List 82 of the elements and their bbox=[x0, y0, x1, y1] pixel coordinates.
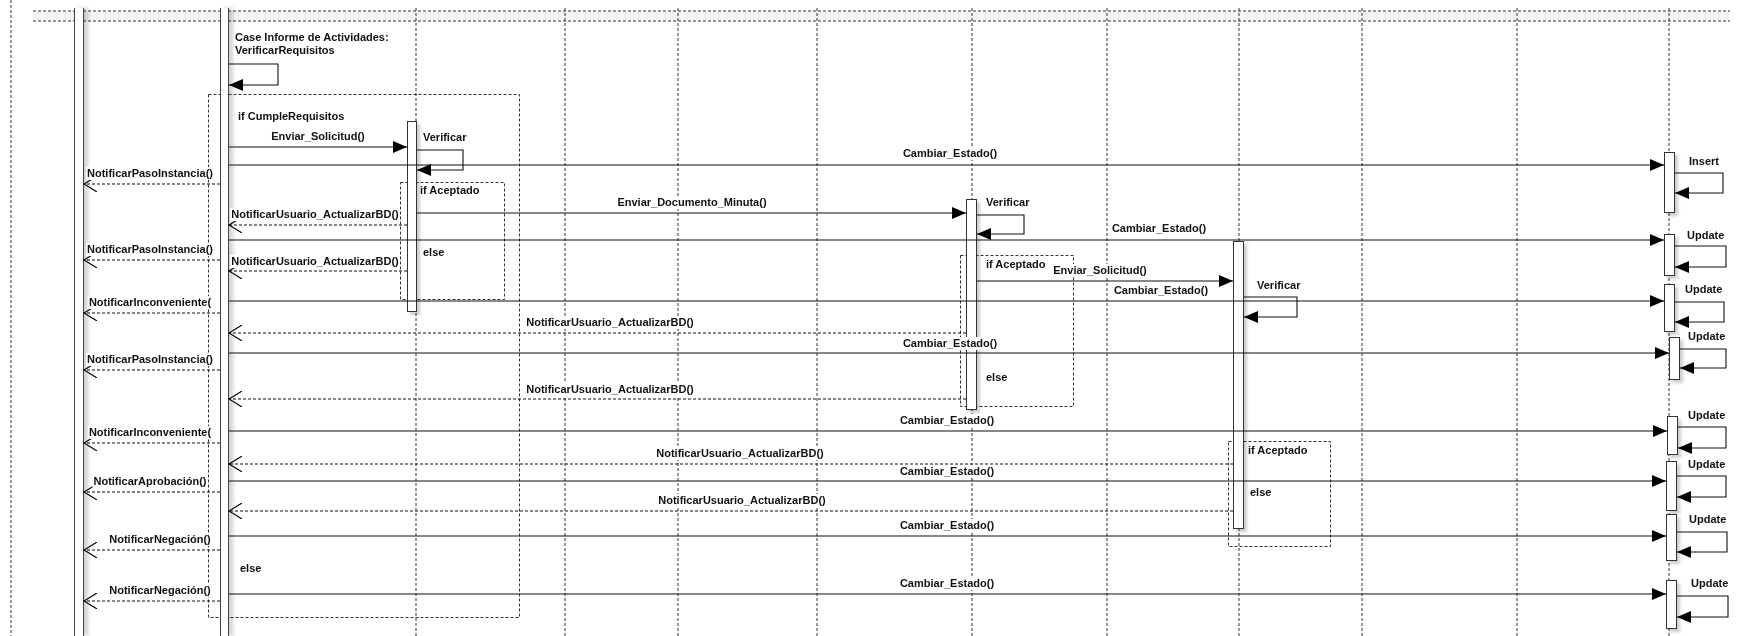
self-message-arrow bbox=[1674, 301, 1725, 328]
message-label: Cambiar_Estado() bbox=[898, 465, 996, 478]
message-arrow bbox=[228, 234, 1665, 246]
message-label: NotificarUsuario_ActualizarBD() bbox=[230, 208, 400, 221]
message-arrow bbox=[228, 530, 1667, 542]
self-message-arrow bbox=[976, 214, 1025, 240]
activation-bar bbox=[1664, 152, 1675, 213]
fragment-guard: if Aceptado bbox=[986, 258, 1046, 271]
message-label: NotificarPasoInstancia() bbox=[86, 353, 214, 366]
message-label: Verificar bbox=[1256, 279, 1302, 292]
activation-bar bbox=[1666, 461, 1677, 511]
message-arrow bbox=[228, 425, 1668, 437]
message-label: Enviar_Solicitud() bbox=[270, 130, 366, 143]
activation-bar bbox=[1664, 234, 1675, 276]
message-label: NotificarInconveniente( bbox=[87, 296, 213, 309]
message-label: Cambiar_Estado() bbox=[1112, 284, 1210, 297]
message-label: NotificarUsuario_ActualizarBD() bbox=[657, 494, 827, 507]
message-label: NotificarNegación() bbox=[108, 533, 212, 546]
message-label: Cambiar_Estado() bbox=[901, 337, 999, 350]
activation-bar bbox=[1669, 337, 1680, 380]
message-label: Update bbox=[1690, 577, 1730, 590]
message-arrow bbox=[228, 347, 1670, 359]
message-label: NotificarUsuario_ActualizarBD() bbox=[525, 383, 695, 396]
message-label: Verificar bbox=[422, 131, 468, 144]
activation-bar bbox=[1666, 580, 1677, 629]
self-message-arrow bbox=[416, 149, 464, 176]
message-label: Cambiar_Estado() bbox=[898, 414, 996, 427]
self-message-arrow bbox=[1676, 531, 1728, 558]
return-message-arrow bbox=[228, 324, 967, 342]
self-message-arrow bbox=[1676, 475, 1727, 503]
message-label: Update bbox=[1687, 330, 1727, 343]
message-label: Update bbox=[1687, 409, 1727, 422]
return-message-arrow bbox=[83, 592, 221, 610]
fragment-guard: else bbox=[240, 562, 262, 575]
self-message-arrow bbox=[1674, 245, 1727, 273]
message-label: Verificar bbox=[985, 196, 1031, 209]
message-label: Update bbox=[1684, 283, 1724, 296]
activation-bar bbox=[1667, 416, 1678, 455]
message-label: NotificarUsuario_ActualizarBD() bbox=[525, 316, 695, 329]
message-label: Enviar_Solicitud() bbox=[1052, 264, 1148, 277]
message-arrow bbox=[976, 275, 1234, 287]
activation-bar bbox=[1233, 241, 1244, 529]
message-label: Insert bbox=[1688, 155, 1720, 168]
message-label: NotificarPasoInstancia() bbox=[86, 167, 214, 180]
fragment-label: else bbox=[1250, 486, 1272, 499]
activation-bar bbox=[1664, 284, 1675, 332]
message-label: Update bbox=[1688, 513, 1728, 526]
message-label: NotificarNegación() bbox=[108, 584, 212, 597]
message-label: Update bbox=[1686, 229, 1726, 242]
message-label: Cambiar_Estado() bbox=[898, 577, 996, 590]
message-arrow bbox=[228, 475, 1667, 487]
message-arrow bbox=[228, 141, 408, 153]
fragment-label: else bbox=[423, 246, 445, 259]
self-message-arrow bbox=[1243, 296, 1298, 323]
message-label: NotificarPasoInstancia() bbox=[86, 243, 214, 256]
return-message-arrow bbox=[228, 390, 967, 408]
activation-bar bbox=[1666, 514, 1677, 561]
self-message-arrow bbox=[1676, 595, 1729, 623]
activation-bar bbox=[407, 121, 417, 312]
message-arrow bbox=[228, 159, 1665, 171]
message-arrow bbox=[228, 295, 1665, 307]
message-label: Cambiar_Estado() bbox=[1110, 222, 1208, 235]
message-label: Enviar_Documento_Minuta() bbox=[616, 196, 768, 209]
self-message-arrow bbox=[1674, 172, 1724, 199]
message-arrow bbox=[228, 588, 1667, 600]
lifeline-bar bbox=[74, 8, 84, 636]
return-message-arrow bbox=[228, 502, 1234, 520]
message-label: NotificarUsuario_ActualizarBD() bbox=[655, 447, 825, 460]
return-message-arrow bbox=[228, 455, 1234, 473]
fragment-guard: else bbox=[986, 371, 1008, 384]
message-label: Update bbox=[1687, 458, 1727, 471]
message-label: Cambiar_Estado() bbox=[898, 519, 996, 532]
message-label: NotificarAprobación() bbox=[92, 475, 208, 488]
message-label: NotificarInconveniente( bbox=[87, 426, 213, 439]
message-label: Cambiar_Estado() bbox=[901, 147, 999, 160]
lifeline-bar bbox=[220, 8, 229, 636]
message-label: NotificarUsuario_ActualizarBD() bbox=[230, 255, 400, 268]
self-message-arrow bbox=[1679, 348, 1727, 374]
return-message-arrow bbox=[83, 541, 221, 559]
message-arrow bbox=[416, 207, 967, 219]
self-message-arrow bbox=[1677, 426, 1727, 454]
self-message-arrow bbox=[228, 63, 279, 91]
